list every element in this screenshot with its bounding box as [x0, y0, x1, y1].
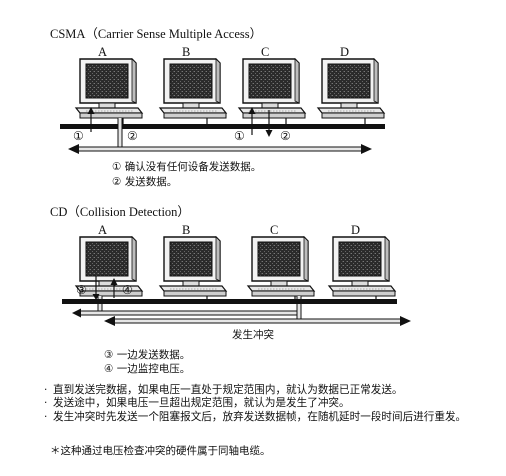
csma-section [60, 58, 385, 154]
cd-note-2: ④ 一边监控电压。 [104, 363, 191, 375]
csma-title: CSMA（Carrier Sense Multiple Access） [50, 27, 263, 41]
arrow-icon [265, 110, 273, 137]
computer-d-icon [317, 58, 385, 119]
bullet-item: ·发生冲突时先发送一个阻塞报文后，放弃发送数据帧，在随机延时一段时间后进行重发。 [44, 410, 467, 423]
computer-label-a: A [98, 223, 108, 237]
bullet-mark: · [44, 410, 48, 423]
csma-note-1: ① 确认没有任何设备发送数据。 [112, 161, 262, 173]
arrow-icon [248, 107, 256, 135]
arrow-icon [87, 107, 95, 132]
computer-label-b: B [182, 45, 191, 59]
computer-label-c: C [270, 223, 279, 237]
computer-label-d: D [351, 223, 361, 237]
collision-label: 发生冲突 [232, 329, 274, 341]
bus-cable [62, 299, 397, 304]
computer-b-icon [159, 58, 227, 119]
bullet-item: ·直到发送完数据，如果电压一直处于规定范围内，就认为数据已正常发送。 [44, 384, 403, 396]
marker-2-c: ② [280, 129, 291, 143]
computer-label-a: A [98, 45, 108, 59]
cd-title: CD（Collision Detection） [50, 205, 190, 219]
send-path-a [68, 118, 372, 154]
bullet-mark: · [44, 397, 48, 410]
send-path-a [72, 296, 300, 318]
bullet-item: ·发送途中，如果电压一旦超出规定范围，就认为是发生了冲突。 [44, 397, 350, 410]
cd-section [62, 236, 411, 326]
bullet-mark: · [44, 384, 48, 396]
marker-1-c: ① [234, 129, 245, 143]
computer-d-icon [328, 236, 396, 297]
marker-1-a: ① [73, 129, 84, 143]
computer-label-c: C [261, 45, 270, 59]
computer-c-icon [238, 58, 306, 119]
cd-note-1: ③ 一边发送数据。 [104, 349, 191, 361]
explanation-list: ·直到发送完数据，如果电压一直处于规定范围内，就认为数据已正常发送。 ·发送途中… [44, 384, 466, 424]
bus-cable [60, 124, 385, 129]
arrow-icon [110, 278, 118, 298]
arrow-icon [92, 276, 100, 300]
marker-2-a: ② [127, 129, 138, 143]
marker-3-a: ③ [76, 283, 87, 297]
computer-label-d: D [340, 45, 350, 59]
computer-a-icon [75, 58, 143, 119]
computer-label-b: B [182, 223, 191, 237]
computer-b-icon [159, 236, 227, 297]
footnote: ＊这种通过电压检查冲突的硬件属于同轴电缆。 [50, 445, 271, 457]
csma-note-2: ② 发送数据。 [112, 176, 178, 188]
marker-4-a: ④ [122, 283, 133, 297]
computer-c-icon [247, 236, 315, 297]
